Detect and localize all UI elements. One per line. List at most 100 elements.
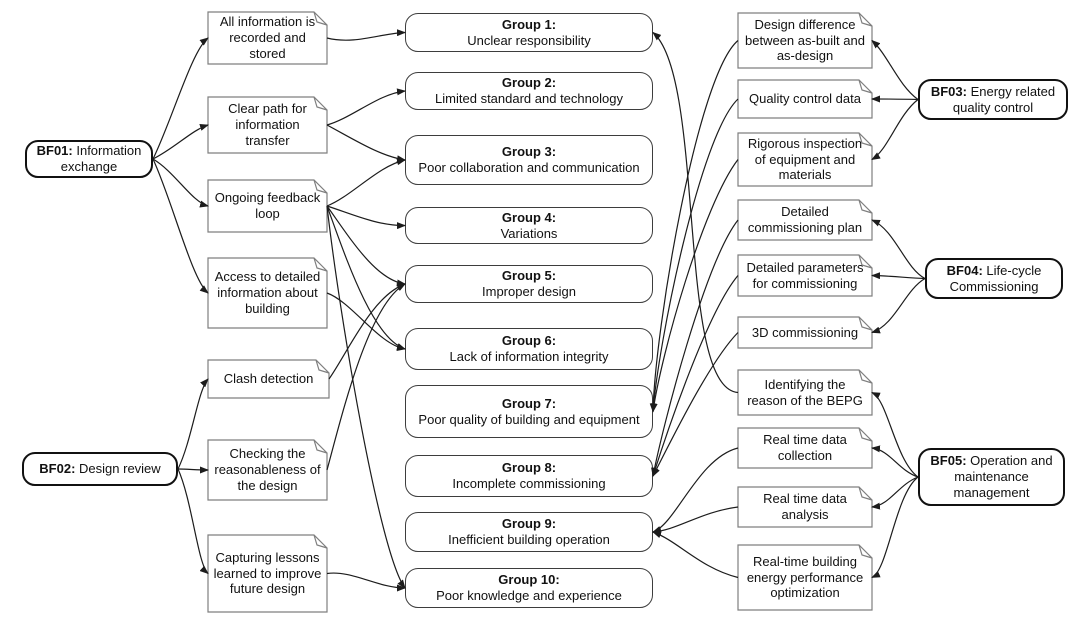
g8-label: Incomplete commissioning [452,476,606,491]
clear_path-label: Clear path for information transfer [228,101,307,148]
note-commissioning-3d: 3D commissioning [738,317,872,348]
g8-bold-label: Group 8: [501,460,557,476]
g5-label: Improper design [482,284,576,299]
note-checking-reasonableness: Checking the reasonableness of the desig… [208,440,327,500]
edge-rt_analysis-to-g9 [652,506,739,535]
checking_reasonableness-label: Checking the reasonableness of the desig… [214,446,321,493]
note-rigorous-inspection: Rigorous inspection of equipment and mat… [738,133,872,186]
bf02-label: Design review [75,461,161,477]
quality_control-label: Quality control data [748,91,861,107]
bf05-bold-label: BF05: [930,453,967,469]
g1-label: Unclear responsibility [467,32,591,48]
g7-label: Poor quality of building and equipment [418,411,640,427]
g6-label: Lack of information integrity [449,349,609,364]
edge-bf02-to-capturing_lessons [177,468,209,575]
edge-rigorous_inspection-to-g7 [650,159,739,413]
bf04-label: Life-cycle Commissioning [949,262,1042,294]
detailed_params-label: Detailed parameters for commissioning [746,259,864,291]
bf-bf04: BF04: Life-cycle Commissioning [925,258,1063,299]
bf-bf02: BF02: Design review [22,452,178,486]
group-g10: Group 10:Poor knowledge and experience [405,568,653,608]
edge-bf05-to-rt_optimization [871,476,919,579]
note-clash-detection: Clash detection [208,360,329,398]
group-g8: Group 8:Incomplete commissioning [405,455,653,497]
edge-bf04-to-detailed_plan [871,219,926,280]
bf-bf01: BF01: Information exchange [25,140,153,178]
edge-bf05-to-rt_collection [871,445,919,478]
g4-label: Variations [500,225,558,241]
g10-bold-label: Group 10: [498,572,560,588]
bf03-label: Energy related quality control [952,83,1056,115]
bf04-bold-label: BF04: [946,262,983,278]
edge-clash_detection-to-g5 [328,283,406,380]
group-g1: Group 1:Unclear responsibility [405,13,653,52]
edge-bf01-to-access_detailed [152,158,209,294]
g9-bold-label: Group 9: [501,516,557,532]
g2-bold-label: Group 2: [501,75,557,91]
edge-clear_path-to-g2 [326,88,406,126]
bf02-bold-label: BF02: [39,461,76,477]
edge-bf05-to-rt_analysis [871,476,919,510]
bf-bf03: BF03: Energy related quality control [918,79,1068,120]
bf03-bold-label: BF03: [930,83,967,99]
rt_optimization-label: Real-time building energy performance op… [746,553,864,601]
edge-bf04-to-detailed_params [871,272,926,280]
group-g2: Group 2:Limited standard and technology [405,72,653,110]
g2-label: Limited standard and technology [435,91,623,106]
edge-bf02-to-clash_detection [177,378,209,470]
note-detailed-plan: Detailed commissioning plan [738,200,872,240]
edge-bf05-to-identifying_bepg [871,391,919,478]
note-clear-path: Clear path for information transfer [208,97,327,153]
note-all-info: All information is recorded and stored [208,12,327,64]
edge-clear_path-to-g3 [326,124,406,163]
note-quality-control: Quality control data [738,80,872,118]
edge-detailed_params-to-g8 [652,275,739,477]
edge-bf01-to-clear_path [152,124,209,160]
g9-label: Inefficient building operation [448,532,610,547]
bf-bf05: BF05: Operation and maintenance manageme… [918,448,1065,506]
group-g4: Group 4:Variations [405,207,653,244]
edge-bf03-to-rigorous_inspection [871,99,919,161]
rt_collection-label: Real time data collection [763,432,847,463]
edge-rt_optimization-to-g9 [652,531,739,579]
bf01-label: Information exchange [60,143,142,174]
edge-all_info-to-g1 [326,29,406,41]
note-capturing-lessons: Capturing lessons learned to improve fut… [208,535,327,612]
note-rt-collection: Real time data collection [738,428,872,468]
edge-bf03-to-quality_control [871,95,919,103]
group-g3: Group 3:Poor collaboration and communica… [405,135,653,185]
clash_detection-label: Clash detection [223,371,314,387]
group-g9: Group 9:Inefficient building operation [405,512,653,552]
note-design-difference: Design difference between as-built and a… [738,13,872,68]
access_detailed-label: Access to detailed information about bui… [214,269,321,316]
edge-rt_collection-to-g9 [652,447,739,533]
detailed_plan-label: Detailed commissioning plan [747,204,863,235]
g3-bold-label: Group 3: [501,144,557,160]
edge-bf02-to-checking_reasonableness [177,466,209,474]
bf01-bold-label: BF01: [36,143,73,159]
note-detailed-params: Detailed parameters for commissioning [738,255,872,296]
edge-bf01-to-all_info [152,37,209,160]
edge-access_detailed-to-g6 [326,292,406,351]
note-identifying-bepg: Identifying the reason of the BEPG [738,370,872,415]
edge-detailed_plan-to-g8 [651,219,739,477]
edge-quality_control-to-g7 [650,98,739,413]
design_difference-label: Design difference between as-built and a… [745,16,865,64]
rigorous_inspection-label: Rigorous inspection of equipment and mat… [747,135,863,183]
note-ongoing-feedback: Ongoing feedback loop [208,180,327,232]
edge-ongoing_feedback-to-g3 [326,158,406,207]
group-g5: Group 5:Improper design [405,265,653,303]
g6-bold-label: Group 6: [501,333,557,349]
edge-commissioning_3d-to-g8 [652,332,739,477]
edge-ongoing_feedback-to-g5 [326,205,406,287]
edge-bf03-to-design_difference [871,39,919,100]
edge-bf01-to-ongoing_feedback [152,158,209,208]
edge-design_difference-to-g7 [649,40,739,413]
ongoing_feedback-label: Ongoing feedback loop [214,190,321,221]
capturing_lessons-label: Capturing lessons learned to improve fut… [213,549,322,597]
g4-bold-label: Group 4: [501,209,557,225]
commissioning_3d-label: 3D commissioning [751,324,859,340]
bf05-label: Operation and maintenance management [953,453,1053,500]
edge-bf04-to-commissioning_3d [871,277,926,334]
